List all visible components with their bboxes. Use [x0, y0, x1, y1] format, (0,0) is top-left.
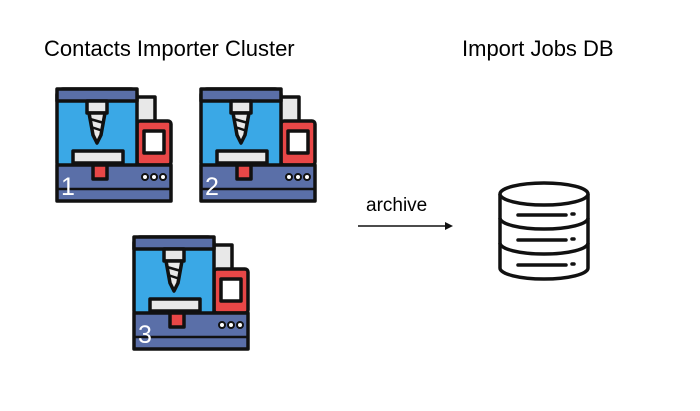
cnc-machine-icon: 1: [55, 87, 173, 203]
machine-number-2: 2: [205, 173, 219, 201]
arrow-label: archive: [366, 195, 428, 216]
cnc-machine-icon: 2: [199, 87, 317, 203]
machine-number-1: 1: [61, 173, 75, 201]
arrow-right-icon: [358, 222, 453, 230]
database-icon: [498, 181, 590, 281]
cluster-title: Contacts Importer Cluster: [44, 36, 295, 61]
machine-number-3: 3: [138, 321, 152, 349]
cnc-machine-icon: 3: [132, 235, 250, 351]
database-title: Import Jobs DB: [462, 36, 614, 61]
